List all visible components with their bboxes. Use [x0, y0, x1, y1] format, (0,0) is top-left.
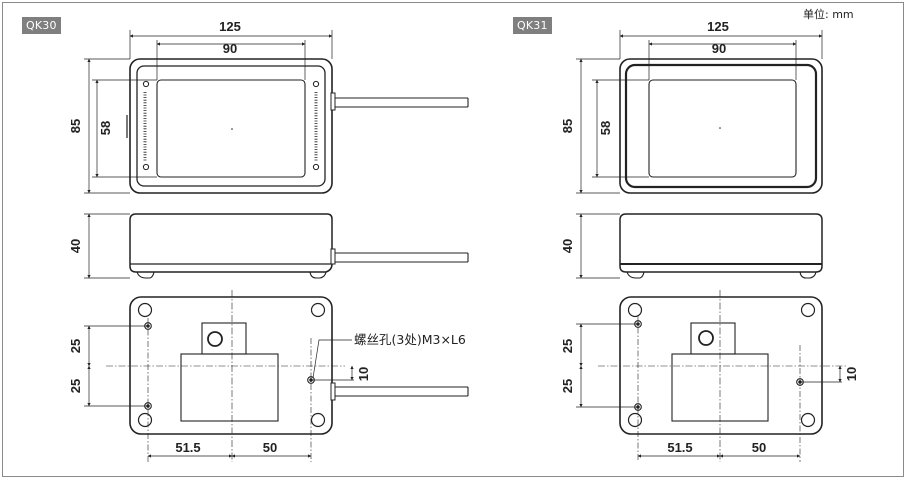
qk30-hole-v2-label: 25 — [68, 379, 83, 393]
qk31-hole-h1-label: 51.5 — [667, 440, 692, 455]
qk31-width-label: 125 — [707, 19, 729, 34]
qk31-inner-height-label: 58 — [598, 121, 613, 135]
qk30-width-label: 125 — [219, 19, 241, 34]
qk31-hole-offset-label: 10 — [844, 367, 859, 381]
model-tag-qk30: QK30 — [22, 17, 61, 34]
qk31-side-view — [619, 213, 823, 279]
qk30-side-dims — [84, 213, 130, 279]
qk30-bottom-view — [106, 290, 469, 462]
qk31-side-dims — [576, 213, 620, 279]
qk30-hole-v1-label: 25 — [68, 339, 83, 353]
qk31-hole-v1-label: 25 — [560, 339, 575, 353]
qk30-hole-h2-label: 50 — [263, 440, 277, 455]
qk31-top-view — [619, 58, 823, 194]
qk30-height-label: 85 — [68, 119, 83, 133]
qk31-dim-labels: 125 90 85 58 40 25 25 51.5 50 10 — [560, 19, 859, 455]
qk31-bottom-dims — [576, 323, 842, 458]
qk30-hole-offset-label: 10 — [356, 367, 371, 381]
qk30-side-view — [129, 213, 469, 279]
qk31-inner-width-label: 90 — [712, 41, 726, 56]
qk30-top-dims — [84, 30, 333, 194]
qk31-drawing — [576, 30, 848, 462]
screw-hole-note: 螺丝孔(3处)M3×L6 — [354, 332, 466, 347]
qk30-hole-h1-label: 51.5 — [175, 440, 200, 455]
qk30-inner-height-label: 58 — [98, 121, 113, 135]
qk31-hole-v2-label: 25 — [560, 379, 575, 393]
qk31-bottom-view — [598, 290, 848, 462]
qk30-inner-width-label: 90 — [223, 41, 237, 56]
qk30-depth-label: 40 — [68, 239, 83, 253]
qk31-hole-h2-label: 50 — [752, 440, 766, 455]
qk31-top-dims — [576, 30, 823, 194]
qk30-bottom-dims — [84, 325, 354, 458]
qk30-dim-labels: 125 90 85 58 40 25 25 51.5 50 10 螺丝孔(3处)… — [68, 19, 466, 455]
qk30-top-view — [126, 58, 469, 194]
qk31-depth-label: 40 — [560, 239, 575, 253]
qk30-drawing — [84, 30, 469, 462]
model-tag-qk31: QK31 — [513, 17, 552, 34]
unit-label: 单位: mm — [803, 8, 854, 21]
qk31-height-label: 85 — [560, 119, 575, 133]
